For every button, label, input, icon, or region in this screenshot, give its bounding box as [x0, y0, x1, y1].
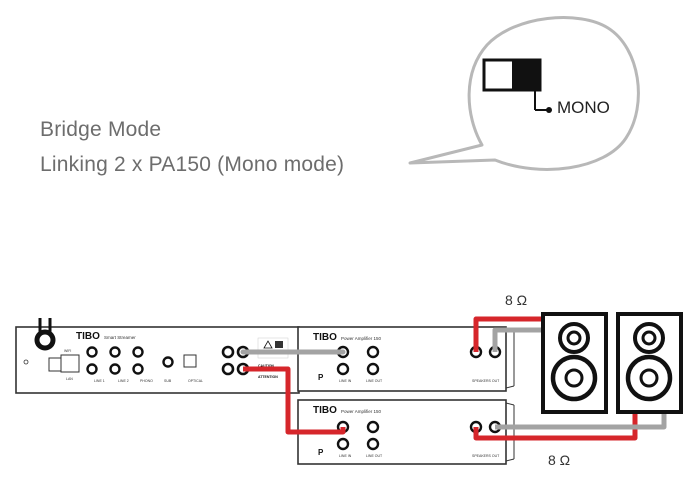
wifi-antenna-icon — [34, 318, 56, 351]
amp2-speakers-out: SPEAKERS OUT — [472, 454, 500, 458]
amp2-brand: TIBO — [313, 405, 337, 416]
red-cable-streamer-amp2 — [243, 366, 346, 435]
streamer-label-line1: LINE 1 — [94, 379, 105, 383]
caption-title: Bridge Mode — [40, 118, 162, 141]
callout-bubble — [408, 16, 640, 171]
amp1-line-in: LINE IN — [339, 379, 352, 383]
amplifier-1: TIBO Power Amplifier 150 P LINE IN LINE … — [297, 326, 515, 392]
streamer-label-phono: PHONO — [140, 379, 153, 383]
streamer-device: TIBO Smart Streamer WIFI LAN LINE 1 LINE… — [15, 318, 300, 394]
speaker-icon — [616, 312, 683, 414]
rca-jack-icon — [86, 346, 174, 375]
impedance-top: 8 Ω — [505, 292, 528, 308]
amp1-model: Power Amplifier 150 — [341, 336, 382, 341]
amp2-model: Power Amplifier 150 — [341, 409, 382, 414]
streamer-caution: CAUTION — [258, 364, 274, 368]
amp2-line-out: LINE OUT — [366, 454, 383, 458]
caption-subtitle: Linking 2 x PA150 (Mono mode) — [40, 153, 345, 176]
streamer-brand: TIBO — [76, 331, 100, 342]
grey-cable-amp2-speaker2 — [495, 412, 667, 430]
amp2-line-in: LINE IN — [339, 454, 352, 458]
streamer-model: Smart Streamer — [104, 335, 136, 340]
grey-cable-amp1-speaker1 — [492, 327, 556, 352]
streamer-label-optical: OPTICAL — [188, 379, 203, 383]
red-cable-amp1-speaker1 — [473, 316, 556, 352]
streamer-label-sub: SUB — [164, 379, 172, 383]
amp1-brand: TIBO — [313, 332, 337, 343]
amplifier-2: TIBO Power Amplifier 150 P LINE IN LINE … — [297, 399, 515, 465]
svg-text:P: P — [318, 373, 324, 382]
streamer-label-wifi: WIFI — [64, 349, 71, 353]
mono-label: MONO — [557, 98, 610, 117]
mono-switch-icon — [482, 58, 552, 113]
streamer-label-line2: LINE 2 — [118, 379, 129, 383]
streamer-attention: ATTENTION — [258, 375, 278, 379]
svg-text:P: P — [318, 448, 324, 457]
amp1-speakers-out: SPEAKERS OUT — [472, 379, 500, 383]
amp1-line-out: LINE OUT — [366, 379, 383, 383]
impedance-bottom: 8 Ω — [548, 452, 571, 468]
speaker-icon — [541, 312, 608, 414]
streamer-label-lan: LAN — [66, 377, 73, 381]
